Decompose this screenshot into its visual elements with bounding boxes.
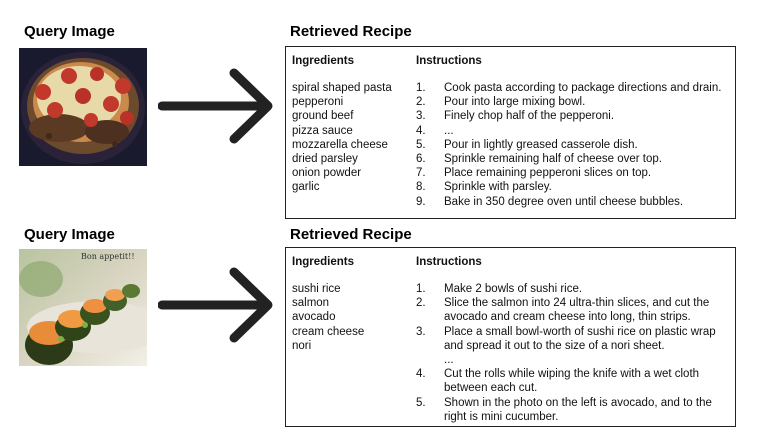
ingredients-header: Ingredients — [292, 55, 354, 67]
step-number: 3. — [416, 110, 426, 123]
query-image-pizza — [19, 48, 147, 166]
instruction-step: 3. Place a small bowl-worth of sushi rice… — [416, 325, 732, 353]
step-text: Place a small bowl-worth of sushi rice o… — [444, 325, 716, 352]
instruction-step: 7. Place remaining pepperoni slices on to… — [416, 166, 732, 180]
step-text: Cook pasta according to package directio… — [444, 82, 722, 94]
ingredients-header: Ingredients — [292, 256, 354, 268]
step-text: Shown in the photo on the left is avocad… — [444, 396, 712, 423]
step-number — [416, 353, 444, 367]
step-number: 4. — [416, 124, 426, 137]
instruction-step: 6. Sprinkle remaining half of cheese over… — [416, 152, 732, 166]
ingredient-item: avocado — [292, 311, 336, 324]
instruction-step: 5. Shown in the photo on the left is avoc… — [416, 396, 732, 424]
arrow-right-icon — [158, 267, 273, 343]
recipe-box: Ingredients Instructions spiral shaped p… — [285, 46, 736, 219]
step-text: Finely chop half of the pepperoni. — [444, 110, 615, 123]
instruction-step: 4.... — [416, 124, 732, 138]
instruction-step: 8. Sprinkle with parsley. — [416, 180, 732, 194]
step-text: ... — [444, 124, 454, 137]
step-text: Cut the rolls while wiping the knife wit… — [444, 368, 700, 395]
step-text: Make 2 bowls of sushi rice. — [444, 283, 583, 295]
ingredients-list: spiral shaped pasta pepperoni ground bee… — [292, 81, 392, 195]
ingredient-item: ground beef — [292, 110, 354, 123]
step-number: 5. — [416, 396, 426, 409]
instruction-step: 1. Make 2 bowls of sushi rice. — [416, 282, 732, 296]
ingredient-item: spiral shaped pasta — [292, 82, 392, 94]
ingredient-item: mozzarella cheese — [292, 138, 388, 151]
step-number: 8. — [416, 181, 426, 194]
step-text: Place remaining pepperoni slices on top. — [444, 167, 652, 180]
ingredient-item: sushi rice — [292, 283, 341, 295]
step-text: Slice the salmon into 24 ultra-thin slic… — [444, 297, 710, 324]
ingredient-item: onion powder — [292, 167, 362, 180]
step-number: 5. — [416, 138, 426, 151]
instruction-step: ... — [416, 353, 732, 367]
step-text: ... — [444, 354, 454, 367]
ingredient-item: nori — [292, 339, 312, 352]
step-number: 3. — [416, 325, 426, 338]
ingredient-item: salmon — [292, 297, 330, 310]
instructions-header: Instructions — [416, 55, 482, 67]
step-number: 1. — [416, 82, 426, 94]
instruction-step: 5. Pour in lightly greased casserole dish… — [416, 138, 732, 152]
retrieved-recipe-title: Retrieved Recipe — [290, 23, 412, 40]
step-text: Pour into large mixing bowl. — [444, 96, 586, 109]
instruction-step: 3. Finely chop half of the pepperoni. — [416, 109, 732, 123]
step-number: 2. — [416, 297, 426, 310]
example-2: Query Image Retrieved Recipe — [0, 226, 757, 431]
instruction-step: 1. Cook pasta according to package direct… — [416, 81, 732, 95]
ingredient-item: pizza sauce — [292, 124, 353, 137]
ingredient-item: garlic — [292, 181, 320, 194]
step-number: 6. — [416, 153, 426, 166]
recipe-box: Ingredients Instructions sushi rice salm… — [285, 247, 736, 427]
ingredients-list: sushi rice salmon avocado cream cheese n… — [292, 282, 364, 353]
instructions-list: 1. Cook pasta according to package direct… — [416, 81, 732, 209]
ingredient-item: cream cheese — [292, 325, 365, 338]
query-image-sushi: Bon appetit!! — [19, 249, 147, 366]
instruction-step: 2. Slice the salmon into 24 ultra-thin sl… — [416, 296, 732, 324]
step-number: 9. — [416, 195, 426, 208]
step-number: 2. — [416, 96, 426, 109]
retrieved-recipe-title: Retrieved Recipe — [290, 226, 412, 243]
query-image-title: Query Image — [24, 23, 115, 40]
image-caption: Bon appetit!! — [81, 252, 135, 261]
step-number: 4. — [416, 368, 426, 381]
step-number: 1. — [416, 283, 426, 295]
instructions-list: 1. Make 2 bowls of sushi rice. 2. Slice th… — [416, 282, 732, 424]
step-text: Bake in 350 degree oven until cheese bub… — [444, 195, 684, 208]
instructions-header: Instructions — [416, 256, 482, 268]
ingredient-item: dried parsley — [292, 153, 358, 166]
step-text: Sprinkle with parsley. — [444, 181, 552, 194]
ingredient-item: pepperoni — [292, 96, 344, 109]
step-text: Sprinkle remaining half of cheese over t… — [444, 153, 662, 166]
instruction-step: 2. Pour into large mixing bowl. — [416, 95, 732, 109]
arrow-right-icon — [158, 68, 273, 144]
query-image-title: Query Image — [24, 226, 115, 243]
example-1: Query Image Retrieved Recipe I — [0, 23, 757, 223]
instruction-step: 4. Cut the rolls while wiping the knife w… — [416, 367, 732, 395]
step-number: 7. — [416, 167, 426, 180]
step-text: Pour in lightly greased casserole dish. — [444, 138, 638, 151]
instruction-step: 9. Bake in 350 degree oven until cheese b… — [416, 195, 732, 209]
